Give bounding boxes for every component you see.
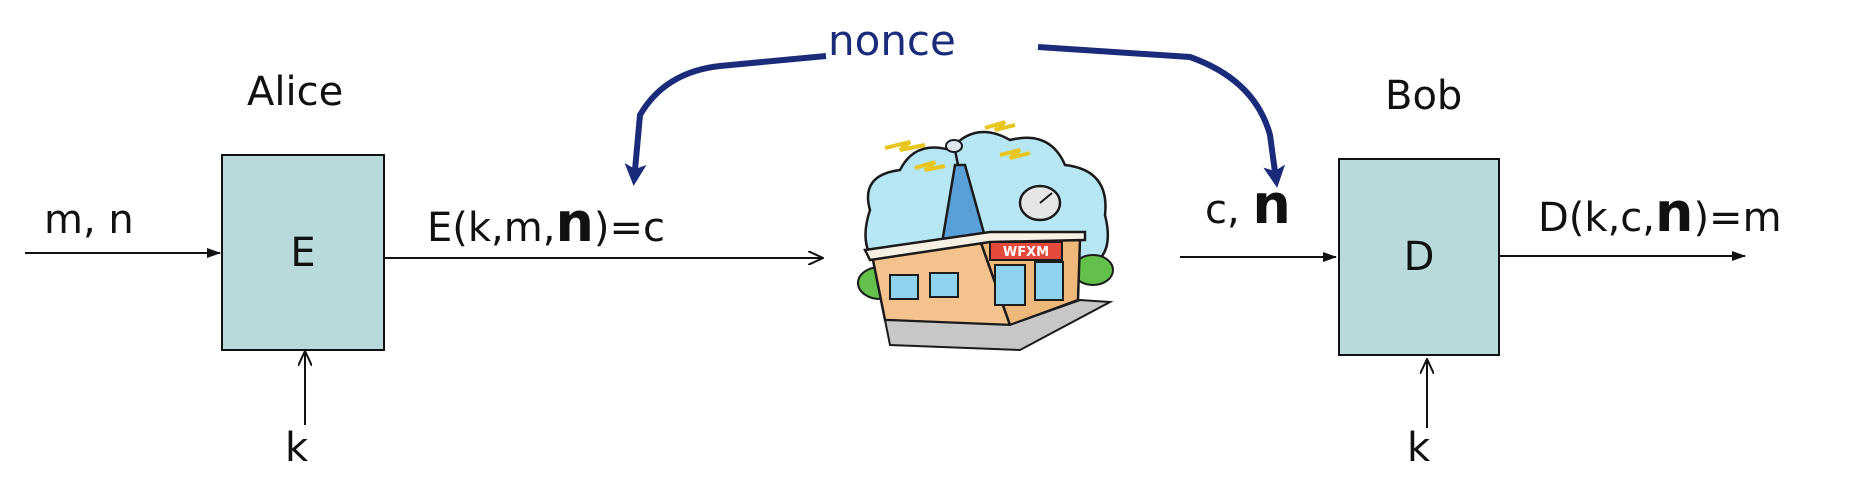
- bob-output-nonce: n: [1655, 181, 1694, 244]
- alice-input-label: m, n: [44, 197, 134, 243]
- bob-output-pre: D(k,c,: [1538, 195, 1655, 241]
- alice-output-post: )=c: [593, 205, 666, 251]
- encryption-box: E: [221, 154, 385, 351]
- bob-output-label: D(k,c,n)=m: [1538, 186, 1782, 240]
- alice-label: Alice: [247, 69, 344, 115]
- bob-input-nonce: n: [1252, 173, 1291, 236]
- bob-label: Bob: [1385, 73, 1463, 119]
- alice-output-pre: E(k,m,: [427, 205, 556, 251]
- bob-input-pre: c,: [1205, 187, 1253, 233]
- alice-key-label: k: [285, 425, 309, 471]
- bob-input-label: c, n: [1205, 178, 1291, 232]
- station-sign-text: WFXM: [1003, 245, 1049, 260]
- decryption-box: D: [1338, 158, 1500, 356]
- alice-output-nonce: n: [555, 191, 594, 254]
- radio-station-icon: WFXM: [857, 120, 1114, 352]
- bob-output-post: )=m: [1693, 195, 1782, 241]
- encryption-box-label: E: [290, 229, 316, 276]
- bob-key-label: k: [1407, 425, 1431, 471]
- decryption-box-label: D: [1403, 234, 1435, 280]
- alice-output-label: E(k,m,n)=c: [427, 196, 665, 250]
- nonce-label: nonce: [828, 16, 956, 65]
- nonce-arrow-to-bob: [1037, 44, 1286, 188]
- nonce-arrow-to-alice: [624, 53, 827, 186]
